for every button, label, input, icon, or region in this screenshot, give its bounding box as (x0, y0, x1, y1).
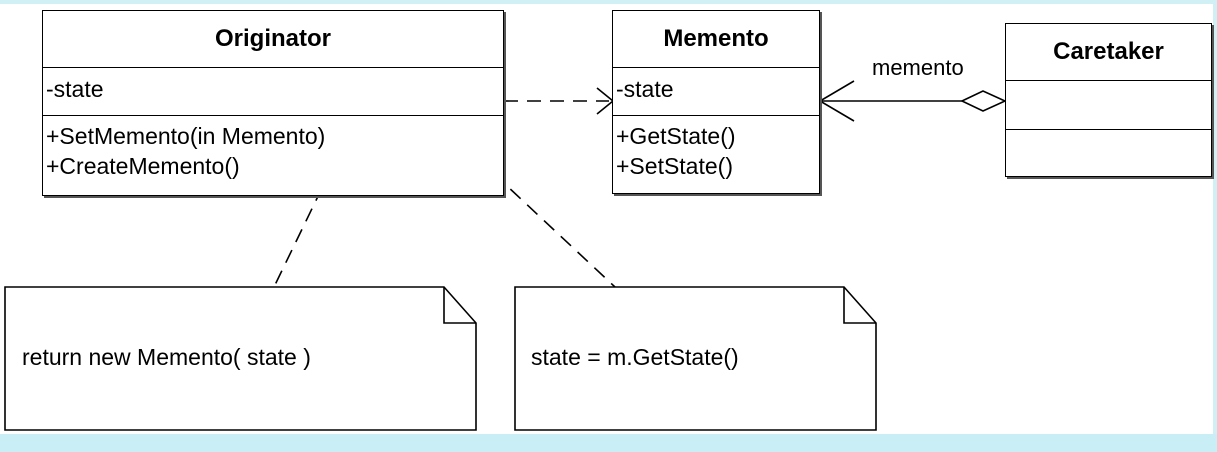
attributes-originator: -state (43, 67, 503, 115)
operation-row: +GetState() (616, 123, 736, 149)
aggregation-diamond (960, 90, 1007, 112)
association-arrowhead (818, 80, 855, 122)
top-edge-band (0, 0, 1217, 4)
operation-row: +SetMemento(in Memento) (46, 123, 326, 149)
operations-memento: +GetState() +SetState() (613, 115, 819, 181)
attribute-row: -state (46, 76, 104, 102)
note-anchor-create (273, 187, 323, 288)
class-memento[interactable]: Memento -state +GetState() +SetState() (612, 10, 820, 194)
operations-originator: +SetMemento(in Memento) +CreateMemento() (43, 115, 503, 181)
class-originator[interactable]: Originator -state +SetMemento(in Memento… (42, 10, 504, 196)
association-label: memento (872, 55, 964, 80)
note-create (4, 286, 477, 431)
class-name-caretaker: Caretaker (1053, 38, 1164, 65)
note-set (514, 286, 877, 431)
operations-caretaker (1006, 129, 1211, 176)
note-set-text: state = m.GetState() (531, 344, 739, 370)
class-caretaker[interactable]: Caretaker (1005, 23, 1212, 177)
right-edge-band (1213, 0, 1217, 452)
attribute-row: -state (616, 76, 674, 102)
note-create-text: return new Memento( state ) (22, 344, 311, 370)
class-name-memento: Memento (663, 25, 769, 52)
operation-row: +CreateMemento() (46, 153, 240, 179)
operation-row: +SetState() (616, 153, 733, 179)
attributes-caretaker (1006, 80, 1211, 129)
bottom-band (0, 434, 1217, 452)
class-name-originator: Originator (214, 25, 331, 52)
attributes-memento: -state (613, 67, 819, 115)
